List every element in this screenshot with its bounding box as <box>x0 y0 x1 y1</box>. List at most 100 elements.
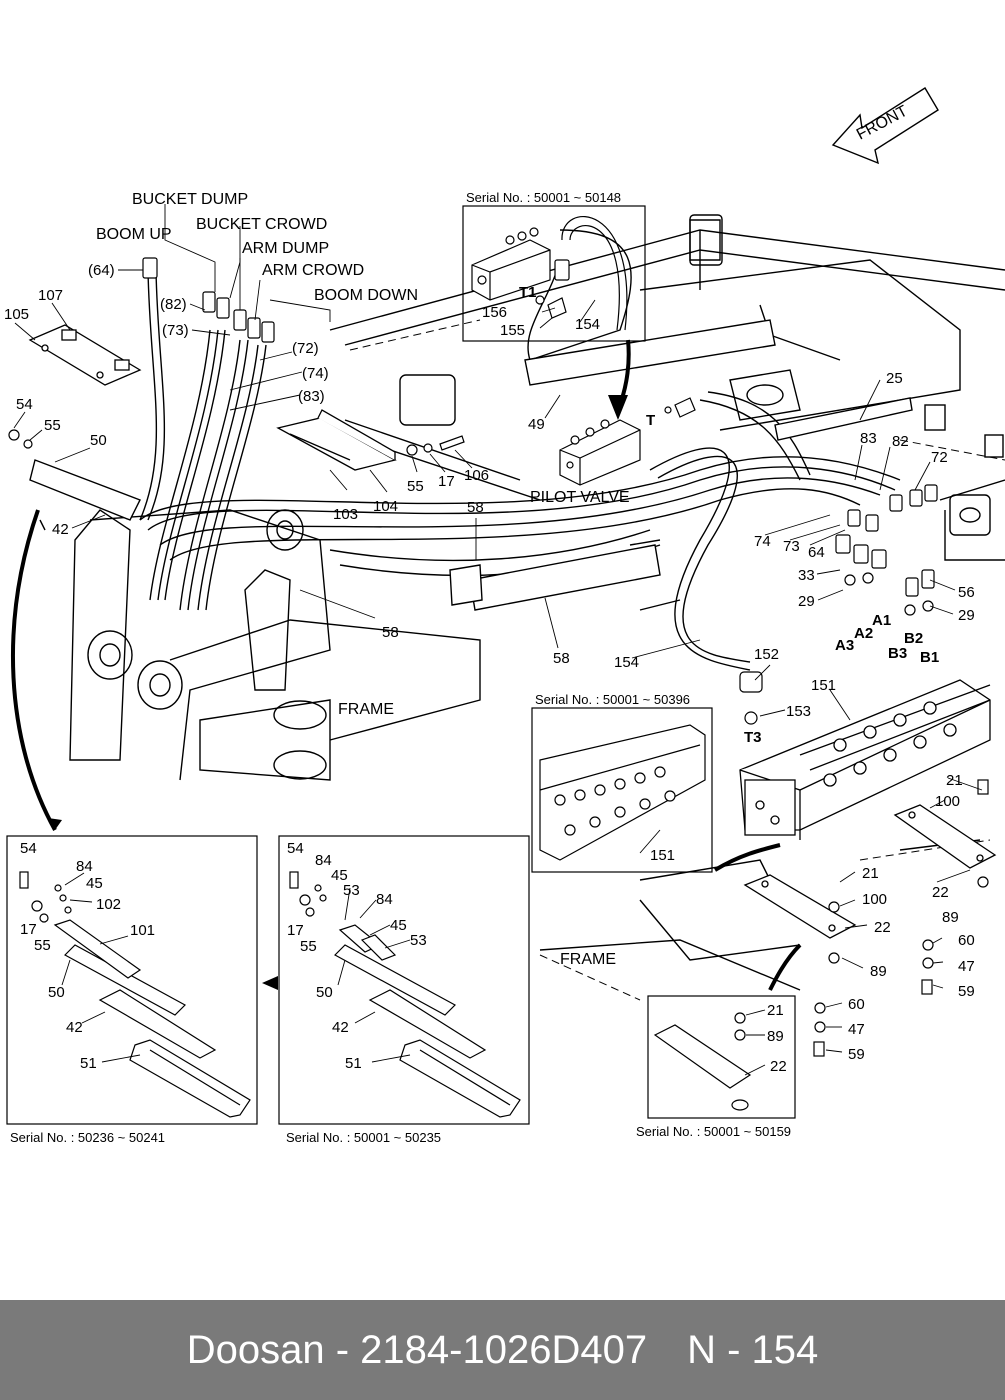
callout-50: 50 <box>90 432 107 449</box>
callout-104: 104 <box>373 498 398 515</box>
left-55: 55 <box>34 937 51 954</box>
mid-53b: 53 <box>410 932 427 949</box>
right-inset-parts <box>653 1012 752 1111</box>
bolt-stack <box>813 779 989 1057</box>
callout-82p: (82) <box>160 296 187 313</box>
label-bucket-dump: BUCKET DUMP <box>132 191 248 208</box>
mid-50: 50 <box>316 984 333 1001</box>
callout-49: 49 <box>528 416 545 433</box>
mid-84b: 84 <box>376 891 393 908</box>
callout-21b: 21 <box>862 865 879 882</box>
left-17: 17 <box>20 921 37 938</box>
callout-47b: 47 <box>848 1021 865 1038</box>
callout-58c: 58 <box>553 650 570 667</box>
callout-83: 83 <box>860 430 877 447</box>
callout-47: 47 <box>958 958 975 975</box>
callout-58b: 58 <box>382 624 399 641</box>
left-50: 50 <box>48 984 65 1001</box>
callout-82: 82 <box>892 433 909 450</box>
callout-152: 152 <box>754 646 779 663</box>
callout-73p: (73) <box>162 322 189 339</box>
label-arm-crowd: ARM CROWD <box>262 262 364 279</box>
left-84: 84 <box>76 858 93 875</box>
mid-17: 17 <box>287 922 304 939</box>
serial-right-inset: Serial No. : 50001 ~ 50159 <box>636 1124 791 1139</box>
valve-inset-block <box>539 724 706 861</box>
pilot-arc <box>616 339 631 411</box>
port-t1: T1 <box>519 284 537 301</box>
callout-154: 154 <box>575 316 600 333</box>
callout-29: 29 <box>798 593 815 610</box>
mid-51: 51 <box>345 1055 362 1072</box>
label-pilot-valve: PILOT VALVE <box>530 489 630 506</box>
label-arm-dump: ARM DUMP <box>242 240 329 257</box>
fittings <box>142 257 938 725</box>
port-b1: B1 <box>920 649 939 666</box>
callout-22: 22 <box>874 919 891 936</box>
callout-21: 21 <box>946 772 963 789</box>
callout-154b: 154 <box>614 654 639 671</box>
callout-156: 156 <box>482 304 507 321</box>
label-frame-upper: FRAME <box>338 701 394 718</box>
callout-105: 105 <box>4 306 29 323</box>
bolts-mid <box>8 429 465 456</box>
callout-89b: 89 <box>942 909 959 926</box>
serial-left-inset: Serial No. : 50236 ~ 50241 <box>10 1130 165 1145</box>
callout-106: 106 <box>464 467 489 484</box>
footer-brand: Doosan <box>186 1327 325 1372</box>
left-42: 42 <box>66 1019 83 1036</box>
callout-33: 33 <box>798 567 815 584</box>
callout-89c: 89 <box>767 1028 784 1045</box>
port-b2: B2 <box>904 630 923 647</box>
callout-17: 17 <box>438 473 455 490</box>
callout-56: 56 <box>958 584 975 601</box>
left-51: 51 <box>80 1055 97 1072</box>
port-b3: B3 <box>888 645 907 662</box>
callout-58a: 58 <box>467 499 484 516</box>
callout-42: 42 <box>52 521 69 538</box>
callout-153: 153 <box>786 703 811 720</box>
hydraulic-hose-diagram: BUCKET DUMP BUCKET CROWD BOOM UP ARM DUM… <box>4 87 1005 1145</box>
callout-72: 72 <box>931 449 948 466</box>
port-t: T <box>646 412 655 429</box>
callout-55b: 55 <box>407 478 424 495</box>
port-a2: A2 <box>854 625 873 642</box>
text-labels: BUCKET DUMP BUCKET CROWD BOOM UP ARM DUM… <box>4 103 975 1145</box>
bracket-22 <box>743 804 997 939</box>
callout-55: 55 <box>44 417 61 434</box>
mid-45b: 45 <box>390 917 407 934</box>
callout-21c: 21 <box>767 1002 784 1019</box>
callout-54: 54 <box>16 396 33 413</box>
callout-64p: (64) <box>88 262 115 279</box>
callout-107: 107 <box>38 287 63 304</box>
callout-25: 25 <box>886 370 903 387</box>
callout-103: 103 <box>333 506 358 523</box>
callout-22c: 22 <box>770 1058 787 1075</box>
clamp-107 <box>28 324 142 386</box>
mid-54: 54 <box>287 840 304 857</box>
label-frame-lower: FRAME <box>560 951 616 968</box>
callout-74: 74 <box>754 533 771 550</box>
left-45: 45 <box>86 875 103 892</box>
callout-72p: (72) <box>292 340 319 357</box>
port-a3: A3 <box>835 637 854 654</box>
footer-text: Doosan - 2184-1026D407 <box>187 1328 647 1373</box>
hose-bundle <box>139 229 901 671</box>
callout-59b: 59 <box>848 1046 865 1063</box>
port-a1: A1 <box>872 612 891 629</box>
label-boom-up: BOOM UP <box>96 226 172 243</box>
left-102: 102 <box>96 896 121 913</box>
callout-64: 64 <box>808 544 825 561</box>
left-101: 101 <box>130 922 155 939</box>
left-inset-parts <box>19 871 251 1118</box>
mid-55: 55 <box>300 938 317 955</box>
callout-60: 60 <box>958 932 975 949</box>
callout-151: 151 <box>811 677 836 694</box>
footer-separator: - <box>335 1327 350 1372</box>
serial-mid-inset: Serial No. : 50001 ~ 50235 <box>286 1130 441 1145</box>
footer-page: N - 154 <box>687 1327 819 1372</box>
port-t3: T3 <box>744 729 762 746</box>
leader-lines <box>13 204 983 1076</box>
callout-155: 155 <box>500 322 525 339</box>
inset-boxes <box>6 205 796 1125</box>
